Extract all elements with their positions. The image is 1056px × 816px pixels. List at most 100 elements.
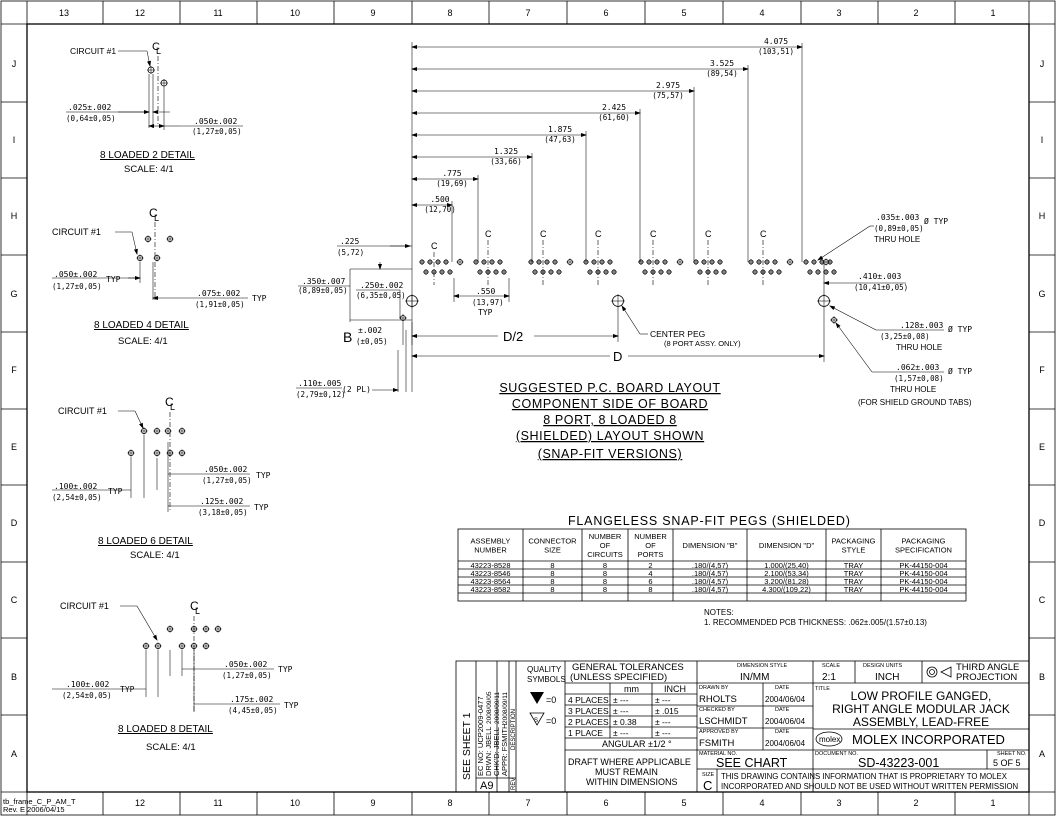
table-cell: 8 bbox=[603, 577, 607, 586]
table-cell: 8 bbox=[550, 561, 554, 570]
dim-typ: TYP bbox=[278, 665, 293, 674]
port-footprint: C bbox=[748, 229, 782, 285]
detail-scale: SCALE: 4/1 bbox=[146, 742, 196, 753]
dim-text: .125±.002 bbox=[200, 497, 244, 506]
centerline-label: C bbox=[149, 206, 158, 220]
pin-hole bbox=[481, 259, 487, 265]
units: INCH bbox=[875, 672, 899, 683]
dim-text: (10,41±0,05) bbox=[854, 283, 908, 292]
zone-label-top: 3 bbox=[836, 8, 841, 18]
detail-loaded-8: CIRCUIT #1 C L .100±.002 (2,54±0,05) TYP… bbox=[52, 599, 299, 753]
zone-label-left: I bbox=[13, 135, 16, 145]
zone-label-bottom: 4 bbox=[759, 798, 764, 808]
zone-label-left: F bbox=[11, 365, 17, 375]
detail-scale: SCALE: 4/1 bbox=[130, 550, 180, 561]
dim-d: D bbox=[613, 349, 622, 364]
dim-text: .250±.002 bbox=[360, 281, 404, 290]
pin-hole bbox=[154, 642, 162, 650]
dim-typ: Ø TYP bbox=[948, 366, 972, 376]
centerline-label: C bbox=[650, 229, 657, 239]
dim-text: (19,69) bbox=[436, 179, 468, 188]
dim-text: (47,63) bbox=[544, 135, 576, 144]
table-header-text: CIRCUITS bbox=[587, 550, 622, 559]
pin-hole bbox=[214, 625, 222, 633]
tol-places: 1 PLACE bbox=[568, 728, 603, 738]
pin-hole bbox=[160, 79, 168, 87]
pin-hole bbox=[587, 269, 593, 275]
draft-note: DRAFT WHERE APPLICABLE bbox=[568, 757, 691, 767]
pin-hole bbox=[473, 259, 479, 265]
pin-hole bbox=[178, 427, 186, 435]
tol-inch-value: ± --- bbox=[655, 695, 671, 705]
table-header-text: PACKAGING bbox=[831, 537, 875, 546]
pin-hole bbox=[501, 269, 507, 275]
rev-see-sheet: SEE SHEET 1 bbox=[461, 712, 473, 780]
dim-typ: TYP bbox=[284, 701, 299, 710]
table-cell: PK-44150-004 bbox=[899, 585, 947, 594]
zone-label-left: C bbox=[11, 595, 18, 605]
zone-label-top: 12 bbox=[135, 8, 145, 18]
date-label: DATE bbox=[775, 707, 790, 713]
pin-hole bbox=[709, 259, 715, 265]
dim-text: .100±.002 bbox=[54, 482, 98, 491]
dim-text: .062±.003 bbox=[896, 363, 940, 372]
table-cell: 4.300/(109,22) bbox=[762, 585, 811, 594]
pin-hole bbox=[831, 269, 837, 275]
tol-inch-value: ± --- bbox=[655, 717, 671, 727]
projection-2: PROJECTION bbox=[956, 672, 1017, 683]
table-cell: 2.100/(53,34) bbox=[764, 569, 809, 578]
table-cell: 8 bbox=[550, 577, 554, 586]
pin-hole bbox=[548, 269, 554, 275]
table-cell: 8 bbox=[603, 585, 607, 594]
table-header-text: PORTS bbox=[638, 550, 664, 559]
table-cell: TRAY bbox=[844, 585, 863, 594]
circuit-label: CIRCUIT #1 bbox=[58, 406, 107, 416]
dim-text: ±.002 bbox=[358, 326, 382, 335]
pin-hole bbox=[178, 642, 186, 650]
zone-label-right: G bbox=[1038, 289, 1045, 299]
pin-hole bbox=[768, 269, 774, 275]
pin-hole bbox=[190, 642, 198, 650]
pin-hole bbox=[190, 625, 198, 633]
dim-text: .025±.002 bbox=[68, 103, 112, 112]
circuit-label: CIRCUIT #1 bbox=[70, 46, 116, 56]
table-header-text: CONNECTOR bbox=[528, 537, 577, 546]
zone-label-top: 4 bbox=[759, 8, 764, 18]
pin-hole bbox=[566, 258, 574, 266]
zone-label-right: C bbox=[1039, 595, 1046, 605]
pin-hole bbox=[528, 259, 534, 265]
table-cell: 43223-8528 bbox=[470, 561, 510, 570]
frame-ref-2: Rev. E 2006/04/15 bbox=[3, 805, 65, 814]
dim-typ: Ø TYP bbox=[924, 216, 948, 226]
dim-text: (2 PL) bbox=[342, 385, 371, 394]
dim-text: (1,91±0,05) bbox=[195, 300, 245, 309]
layout-caption-line: (SNAP-FIT VERSIONS) bbox=[538, 447, 683, 461]
table-header: DIMENSION "D" bbox=[759, 541, 815, 550]
table-title: FLANGELESS SNAP-FIT PEGS (SHIELDED) bbox=[568, 514, 851, 528]
table-cell: .180/(4,57) bbox=[692, 585, 729, 594]
quality-label-2: SYMBOLS bbox=[527, 675, 566, 684]
pin-hole bbox=[427, 259, 433, 265]
material-label: MATERIAL NO. bbox=[699, 751, 738, 757]
rev-date: 2008/09/11 bbox=[494, 692, 501, 724]
detail-loaded-6: CIRCUIT #1 C L .100±.002 (2,54±0,05) TYP… bbox=[52, 395, 271, 561]
dim-text: (103,51) bbox=[758, 47, 794, 56]
dim-text: (4,45±0,05) bbox=[228, 706, 278, 715]
dim-text: (89,54) bbox=[706, 69, 738, 78]
zone-label-left: D bbox=[11, 518, 18, 528]
ground-tab-hole bbox=[399, 314, 407, 322]
dim-text: (2,54±0,05) bbox=[62, 691, 112, 700]
pin-hole bbox=[489, 259, 495, 265]
sheet-label: SHEET NO. bbox=[997, 751, 1027, 757]
zone-label-left: G bbox=[10, 289, 17, 299]
detail-loaded-4: CIRCUIT #1 C L .050±.002 (1,27±0,05) TYP… bbox=[52, 206, 267, 347]
dim-text: (1,27±0,05) bbox=[52, 282, 102, 291]
approved-by: FSMITH bbox=[699, 738, 734, 749]
pin-hole bbox=[607, 259, 613, 265]
rev-letter: A9 bbox=[480, 780, 493, 792]
dim-typ: TYP bbox=[108, 487, 123, 496]
rev-date: 2008/09/05 bbox=[486, 691, 493, 724]
dim-text: .050±.002 bbox=[224, 660, 268, 669]
dim-typ: TYP bbox=[478, 308, 493, 317]
